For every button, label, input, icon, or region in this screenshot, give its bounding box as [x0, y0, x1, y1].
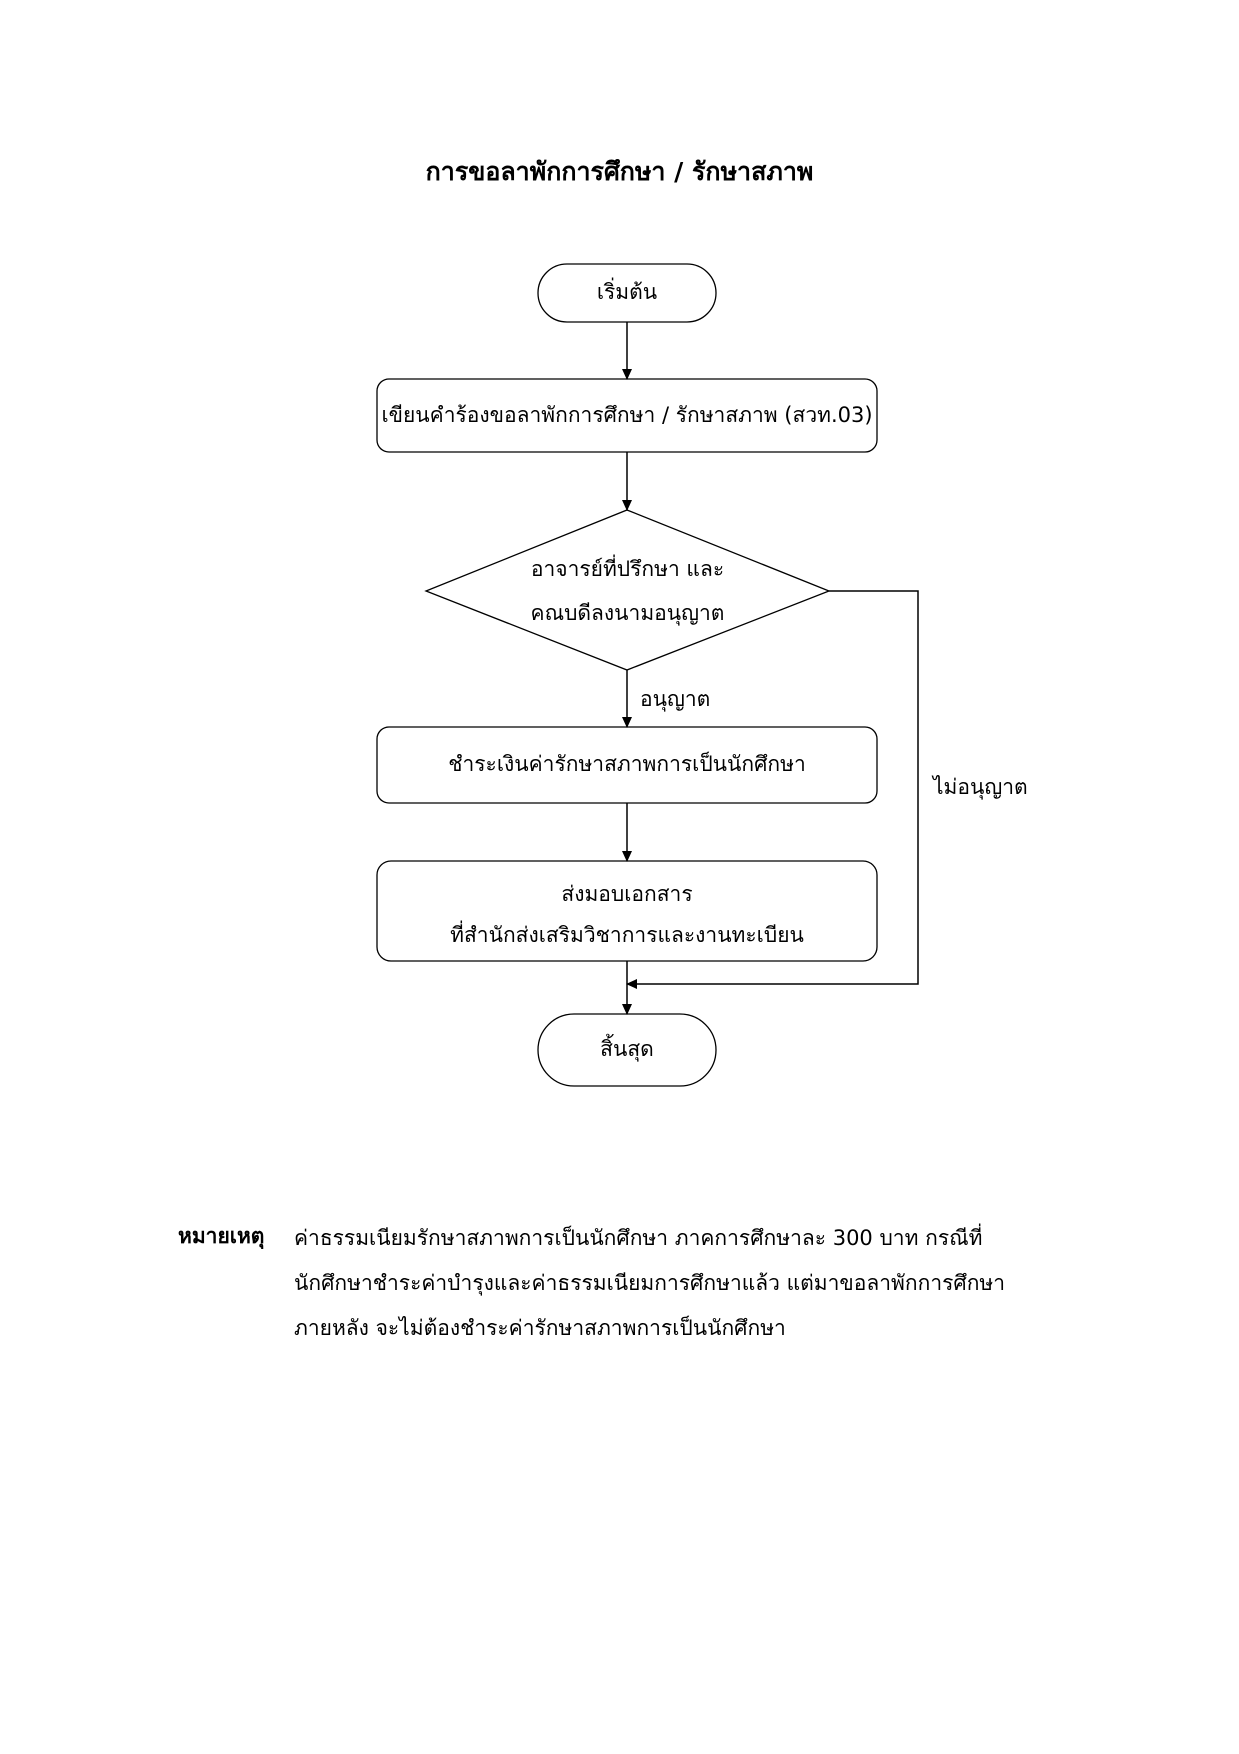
- step3-label-line2: ที่สำนักส่งเสริมวิชาการและงานทะเบียน: [450, 923, 804, 947]
- yes-label: อนุญาต: [640, 687, 711, 711]
- note-line-3: ภายหลัง จะไม่ต้องชำระค่ารักษาสภาพการเป็น…: [294, 1316, 786, 1340]
- no-label: ไม่อนุญาต: [933, 775, 1028, 799]
- decision-label-line2: คณบดีลงนามอนุญาต: [530, 601, 725, 625]
- step2-label: ชำระเงินค่ารักษาสภาพการเป็นนักศึกษา: [448, 752, 806, 776]
- page-title: การขอลาพักการศึกษา / รักษาสภาพ: [425, 157, 814, 186]
- step1-label: เขียนคำร้องขอลาพักการศึกษา / รักษาสภาพ (…: [381, 403, 873, 427]
- step3-label-line1: ส่งมอบเอกสาร: [561, 882, 693, 906]
- note-heading: หมายเหตุ: [178, 1224, 265, 1248]
- decision-label-line1: อาจารย์ที่ปรึกษา และ: [530, 557, 725, 581]
- end-label: สิ้นสุด: [600, 1037, 654, 1061]
- start-label: เริ่มต้น: [596, 280, 658, 304]
- arrow-decision-no-path: [626, 590, 919, 989]
- note-body: ค่าธรรมเนียมรักษาสภาพการเป็นนักศึกษา ภาค…: [294, 1216, 1064, 1351]
- note-line-2: นักศึกษาชำระค่าบำรุงและค่าธรรมเนียมการศึ…: [294, 1271, 1006, 1295]
- note-line-1: ค่าธรรมเนียมรักษาสภาพการเป็นนักศึกษา ภาค…: [294, 1226, 983, 1250]
